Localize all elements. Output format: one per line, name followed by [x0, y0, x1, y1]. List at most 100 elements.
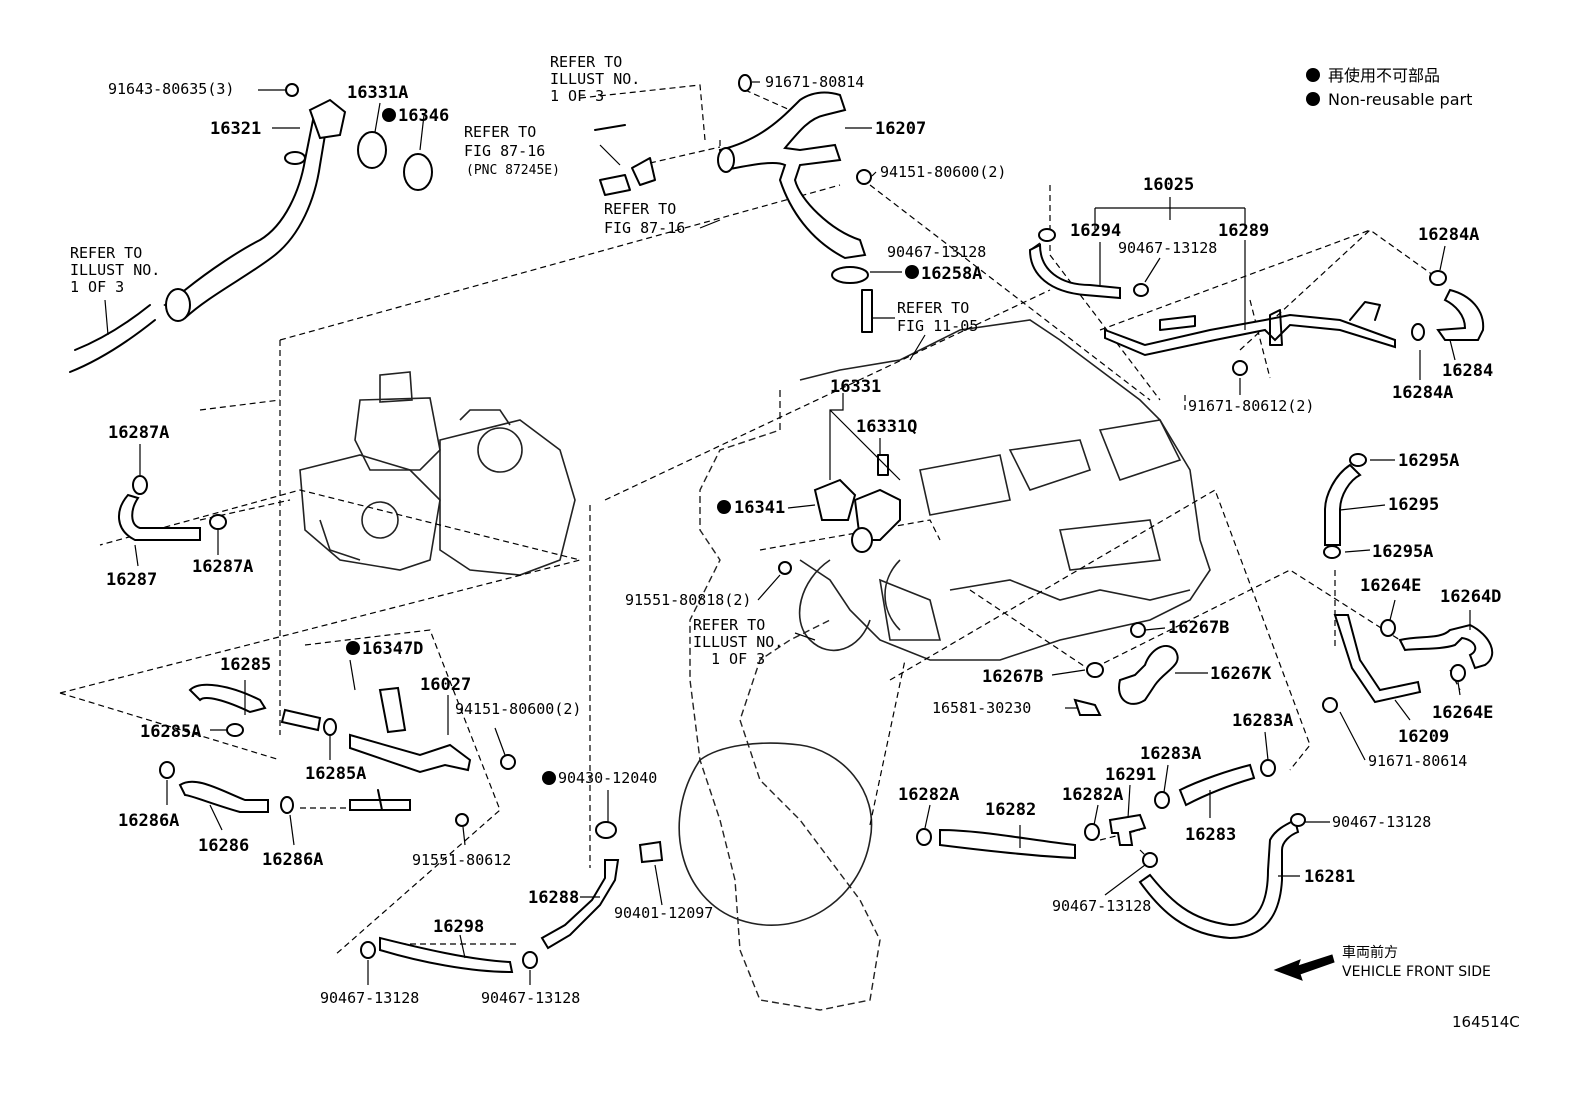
clamp-90467-f [1290, 813, 1306, 827]
label-16295A-top: 16295A [1398, 451, 1459, 471]
label-91551-80612: 91551-80612 [412, 851, 511, 869]
ref-illust-top-2: ILLUST NO. [550, 70, 640, 88]
front-label-jp: 車両前方 [1342, 944, 1398, 961]
part-labels: 91643-80635(3) 16331A 16346 16321 91671-… [106, 73, 1501, 1007]
hose-end-16207 [717, 147, 735, 173]
label-16331Q: 16331Q [856, 417, 917, 437]
legend-dot-jp [1306, 68, 1320, 82]
engine-block [678, 319, 1211, 1011]
figure-id: 164514C [1452, 1013, 1520, 1031]
clamp-16283A-right [1260, 759, 1276, 777]
pipe-end-16321 [165, 288, 191, 322]
inlet-end-16331 [851, 527, 873, 553]
pipe-boss-16321 [284, 151, 306, 165]
label-16286A-left: 16286A [118, 811, 179, 831]
clamp-16264E-bot [1450, 664, 1466, 682]
turbo-outlet [361, 501, 399, 539]
clamp-16285A-bot [323, 718, 337, 736]
legend-en: Non-reusable part [1328, 90, 1472, 109]
clamp-90467-c [360, 941, 376, 959]
water-outlet-pipe-16321 [69, 83, 433, 373]
turbo-inlet [477, 427, 523, 473]
pipe-16209 [1322, 614, 1494, 713]
label-91671-80612: 91671-80612(2) [1188, 397, 1314, 415]
label-91551-80818: 91551-80818(2) [625, 591, 751, 609]
clamp-90467-b [1133, 283, 1149, 297]
label-16284: 16284 [1442, 361, 1493, 381]
ref-fig8716a-3: (PNC 87245E) [466, 163, 560, 178]
water-pipe-16289 [1028, 228, 1485, 376]
label-16295A-bot: 16295A [1372, 542, 1433, 562]
dot-16341 [717, 500, 731, 514]
label-16291: 16291 [1105, 765, 1156, 785]
label-90467-e: 90467-13128 [1332, 813, 1431, 831]
ref-fig8716b-2: FIG 87-16 [604, 219, 685, 237]
label-16287A-bot: 16287A [192, 557, 253, 577]
label-16027: 16027 [420, 675, 471, 695]
label-16298: 16298 [433, 917, 484, 937]
bolt-91551-80612 [455, 813, 469, 827]
clamp-90467-a [1038, 228, 1056, 242]
label-90430: 90430-12040 [558, 769, 657, 787]
label-16267B-bot: 16267B [982, 667, 1043, 687]
clamp-16267B-bot [1086, 662, 1104, 678]
thermostat-16331A [357, 131, 387, 169]
ref-fig8716b-1: REFER TO [604, 200, 676, 218]
clamp-90467-e [1142, 852, 1158, 868]
turbocharger [299, 371, 576, 576]
dot-16346 [382, 108, 396, 122]
clamp-16267B-top [1130, 622, 1146, 638]
legend-dot-en [1306, 92, 1320, 106]
dashed-group-outlines [59, 84, 1461, 956]
label-16287: 16287 [106, 570, 157, 590]
dot-90430 [542, 771, 556, 785]
label-91671-80614: 91671-80614 [1368, 752, 1467, 770]
ref-fig8716a-2: FIG 87-16 [464, 142, 545, 160]
label-16284A-top: 16284A [1418, 225, 1479, 245]
ref-fig1105-1: REFER TO [897, 299, 969, 317]
clamp-16282A-left [916, 828, 932, 846]
label-90467-b: 90467-13128 [1118, 239, 1217, 257]
clamp-16287A-top [132, 475, 148, 495]
label-16284A-bot: 16284A [1392, 383, 1453, 403]
label-16286A-bot: 16286A [262, 850, 323, 870]
label-16321: 16321 [210, 119, 261, 139]
label-16285A-bot: 16285A [305, 764, 366, 784]
label-91643: 91643-80635(3) [108, 80, 234, 98]
ref-fig1105-2: FIG 11-05 [897, 317, 978, 335]
label-16285A-left: 16285A [140, 722, 201, 742]
ref-illust-top-1: REFER TO [550, 53, 622, 71]
nut-94151-mid [500, 754, 516, 770]
hose-16287 [118, 475, 227, 541]
clamp-16287A-bot [209, 514, 227, 530]
label-94151-top: 94151-80600(2) [880, 163, 1006, 181]
label-16331: 16331 [830, 377, 881, 397]
bolt-91671-80814 [738, 74, 752, 92]
label-16341: 16341 [734, 498, 785, 518]
bolt-91671-80614 [1322, 697, 1338, 713]
hoses-16288-16298 [360, 821, 664, 974]
ref-illust-left-3: 1 OF 3 [70, 278, 124, 296]
label-90467-a: 90467-13128 [887, 243, 986, 261]
front-label-en: VEHICLE FRONT SIDE [1342, 964, 1491, 980]
label-16331A: 16331A [347, 83, 408, 103]
label-90467-f: 90467-13128 [1052, 897, 1151, 915]
label-90401: 90401-12097 [614, 904, 713, 922]
label-16267K: 16267K [1210, 664, 1272, 684]
front-arrow-icon [1273, 954, 1335, 981]
reference-notes: REFER TO ILLUST NO. 1 OF 3 REFER TO FIG … [70, 53, 978, 668]
label-16267B-top: 16267B [1168, 618, 1229, 638]
gasket-16258A [831, 266, 869, 284]
label-16025: 16025 [1143, 175, 1194, 195]
label-16347D: 16347D [362, 639, 423, 659]
label-16346: 16346 [398, 106, 449, 126]
ref-illust-top-3: 1 OF 3 [550, 87, 604, 105]
bolt-91671-80612 [1232, 360, 1248, 376]
label-16289: 16289 [1218, 221, 1269, 241]
bolt-91643 [285, 83, 299, 97]
label-16295: 16295 [1388, 495, 1439, 515]
label-16207: 16207 [875, 119, 926, 139]
label-16264E-top: 16264E [1360, 576, 1421, 596]
dot-16258A [905, 265, 919, 279]
